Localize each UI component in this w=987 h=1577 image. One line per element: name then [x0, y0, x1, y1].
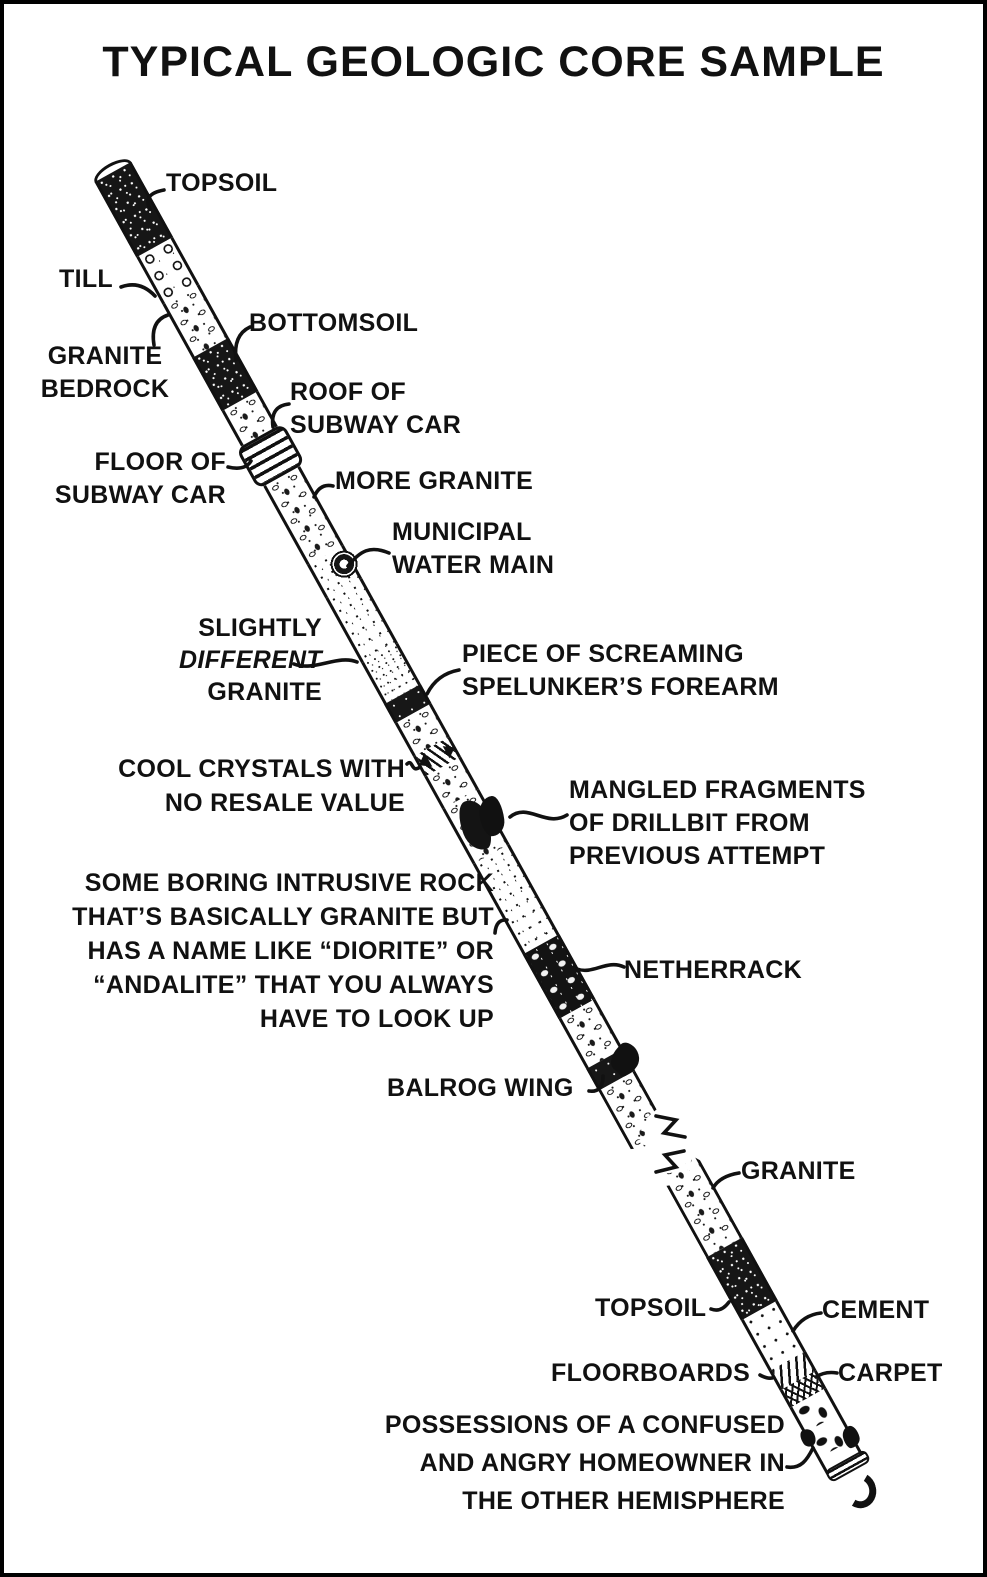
leader-spelunker-forearm: [425, 668, 461, 696]
label-intrusive-rock: SOME BORING INTRUSIVE ROCK THAT’S BASICA…: [44, 866, 494, 1036]
label-municipal-water-main: MUNICIPAL WATER MAIN: [392, 516, 554, 582]
label-granite-lower: GRANITE: [741, 1157, 856, 1185]
label-carpet: CARPET: [838, 1359, 943, 1387]
label-netherrack: NETHERRACK: [624, 956, 802, 984]
segment-granite-lower: [658, 1150, 743, 1258]
leader-granite-lower: [711, 1171, 741, 1190]
label-line: NO RESALE VALUE: [164, 789, 405, 817]
label-line: SPELUNKER’S FOREARM: [462, 673, 779, 701]
label-till: TILL: [59, 265, 113, 293]
label-drillbit-fragments: MANGLED FRAGMENTS OF DRILLBIT FROM PREVI…: [569, 774, 866, 873]
label-line: POSSESSIONS OF A CONFUSED: [384, 1411, 785, 1439]
label-bottomsoil: BOTTOMSOIL: [249, 309, 419, 337]
label-cement: CEMENT: [822, 1296, 930, 1324]
label-line: THE OTHER HEMISPHERE: [462, 1487, 785, 1515]
label-possessions: POSSESSIONS OF A CONFUSED AND ANGRY HOME…: [349, 1406, 785, 1520]
label-line: FLOOR OF: [94, 448, 226, 476]
segment-tip: [824, 1448, 885, 1514]
label-balrog-wing: BALROG WING: [387, 1074, 574, 1102]
label-line: GRANITE: [47, 342, 163, 370]
leader-floorboards: [758, 1373, 774, 1380]
label-line: WATER MAIN: [392, 551, 555, 579]
label-line: OF DRILLBIT FROM: [569, 809, 810, 837]
label-line: SUBWAY CAR: [54, 481, 226, 509]
label-line: HAS A NAME LIKE “DIORITE” OR: [87, 937, 494, 965]
leader-drillbit-fragments: [508, 810, 569, 821]
label-topsoil-lower: TOPSOIL: [595, 1294, 707, 1322]
leader-possessions: [785, 1446, 815, 1470]
label-line: MANGLED FRAGMENTS: [569, 776, 866, 804]
label-line: THAT’S BASICALLY GRANITE BUT: [72, 903, 494, 931]
label-more-granite: MORE GRANITE: [335, 467, 534, 495]
label-line: SLIGHTLY: [198, 614, 322, 642]
leader-till: [119, 283, 157, 298]
label-line: BEDROCK: [40, 375, 170, 403]
label-line: AND ANGRY HOMEOWNER IN: [419, 1449, 785, 1477]
label-line: “ANDALITE” THAT YOU ALWAYS: [93, 971, 494, 999]
label-floor-of-subway-car: FLOOR OF SUBWAY CAR: [14, 446, 226, 512]
label-line: COOL CRYSTALS WITH: [118, 755, 405, 783]
leader-more-granite: [312, 483, 335, 499]
page-title: TYPICAL GEOLOGIC CORE SAMPLE: [102, 38, 885, 86]
label-line: MUNICIPAL: [392, 518, 532, 546]
leader-cement: [791, 1311, 823, 1333]
label-line: GRANITE: [207, 678, 322, 706]
label-floorboards: FLOORBOARDS: [551, 1359, 751, 1387]
label-roof-of-subway-car: ROOF OF SUBWAY CAR: [290, 376, 461, 442]
leader-topsoil-lower: [709, 1300, 731, 1312]
label-granite-bedrock: GRANITE BEDROCK: [24, 340, 186, 406]
label-line: HAVE TO LOOK UP: [259, 1005, 494, 1033]
label-line: ROOF OF: [290, 378, 406, 406]
label-cool-crystals: COOL CRYSTALS WITH NO RESALE VALUE: [99, 752, 405, 820]
label-line: SOME BORING INTRUSIVE ROCK: [84, 869, 494, 897]
label-line: SUBWAY CAR: [290, 411, 462, 439]
water-main-pipe-icon: [325, 545, 364, 584]
label-spelunker-forearm: PIECE OF SCREAMING SPELUNKER’S FOREARM: [462, 638, 779, 704]
label-slightly-different-granite: SLIGHTLY DIFFERENT GRANITE: [134, 612, 322, 708]
label-topsoil-top: TOPSOIL: [166, 169, 278, 197]
leader-netherrack: [575, 962, 626, 973]
label-line: PIECE OF SCREAMING: [462, 640, 744, 668]
label-line: PREVIOUS ATTEMPT: [569, 842, 826, 870]
label-line: DIFFERENT: [179, 646, 322, 674]
